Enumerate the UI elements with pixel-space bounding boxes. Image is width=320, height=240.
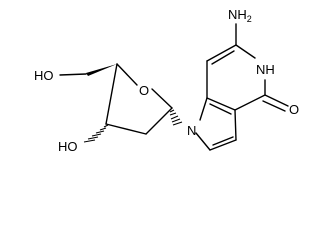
carbonyl-oxygen-label: O — [289, 102, 299, 117]
bond-c2-c3-double — [212, 136, 234, 146]
bond-c4-o-double — [262, 100, 286, 112]
bond-n-c2 — [195, 132, 211, 151]
ring-nh-label: NH — [256, 62, 275, 77]
bond-c3-c3a — [234, 109, 237, 141]
hydroxyl-label-bottom: HO — [58, 139, 78, 154]
amine-label-main: NH — [228, 7, 247, 22]
bond-c7-c6-double — [211, 50, 235, 65]
hydroxyl-label-top: HO — [34, 68, 54, 83]
bond-c7-c6 — [206, 44, 237, 62]
ring-oxygen-label: O — [139, 83, 149, 98]
bond-c7a-n — [199, 97, 208, 121]
bond-c4-o — [116, 63, 138, 86]
pyrrole-nitrogen-label: N — [187, 123, 196, 138]
bond-c3a-c7a-double — [209, 103, 232, 115]
amine-label: NH2 — [228, 7, 252, 24]
pyridinone-ring — [206, 44, 266, 111]
bond-o-c1 — [151, 88, 173, 109]
bond-c6-nh — [235, 44, 256, 59]
bond-c4-c3a — [234, 94, 266, 111]
amine-label-subscript: 2 — [247, 14, 252, 24]
bond-c2-c3 — [105, 123, 147, 135]
pyrrole-ring — [195, 97, 237, 151]
hash-c1-n — [169, 109, 183, 126]
wedge-c4-c5 — [86, 64, 117, 76]
bond-c5-oh — [59, 73, 87, 76]
bond-c3-c4 — [105, 63, 118, 125]
sugar-ring — [105, 63, 173, 135]
bond-c3a-c7a — [206, 97, 236, 111]
bond-c2-c3 — [209, 139, 237, 151]
bond-c4-o — [264, 94, 289, 107]
chemical-structure: HO O HO N NH2 NH O — [34, 7, 299, 154]
bond-c1-c2 — [145, 107, 173, 135]
hash-c3-oh — [83, 124, 109, 143]
